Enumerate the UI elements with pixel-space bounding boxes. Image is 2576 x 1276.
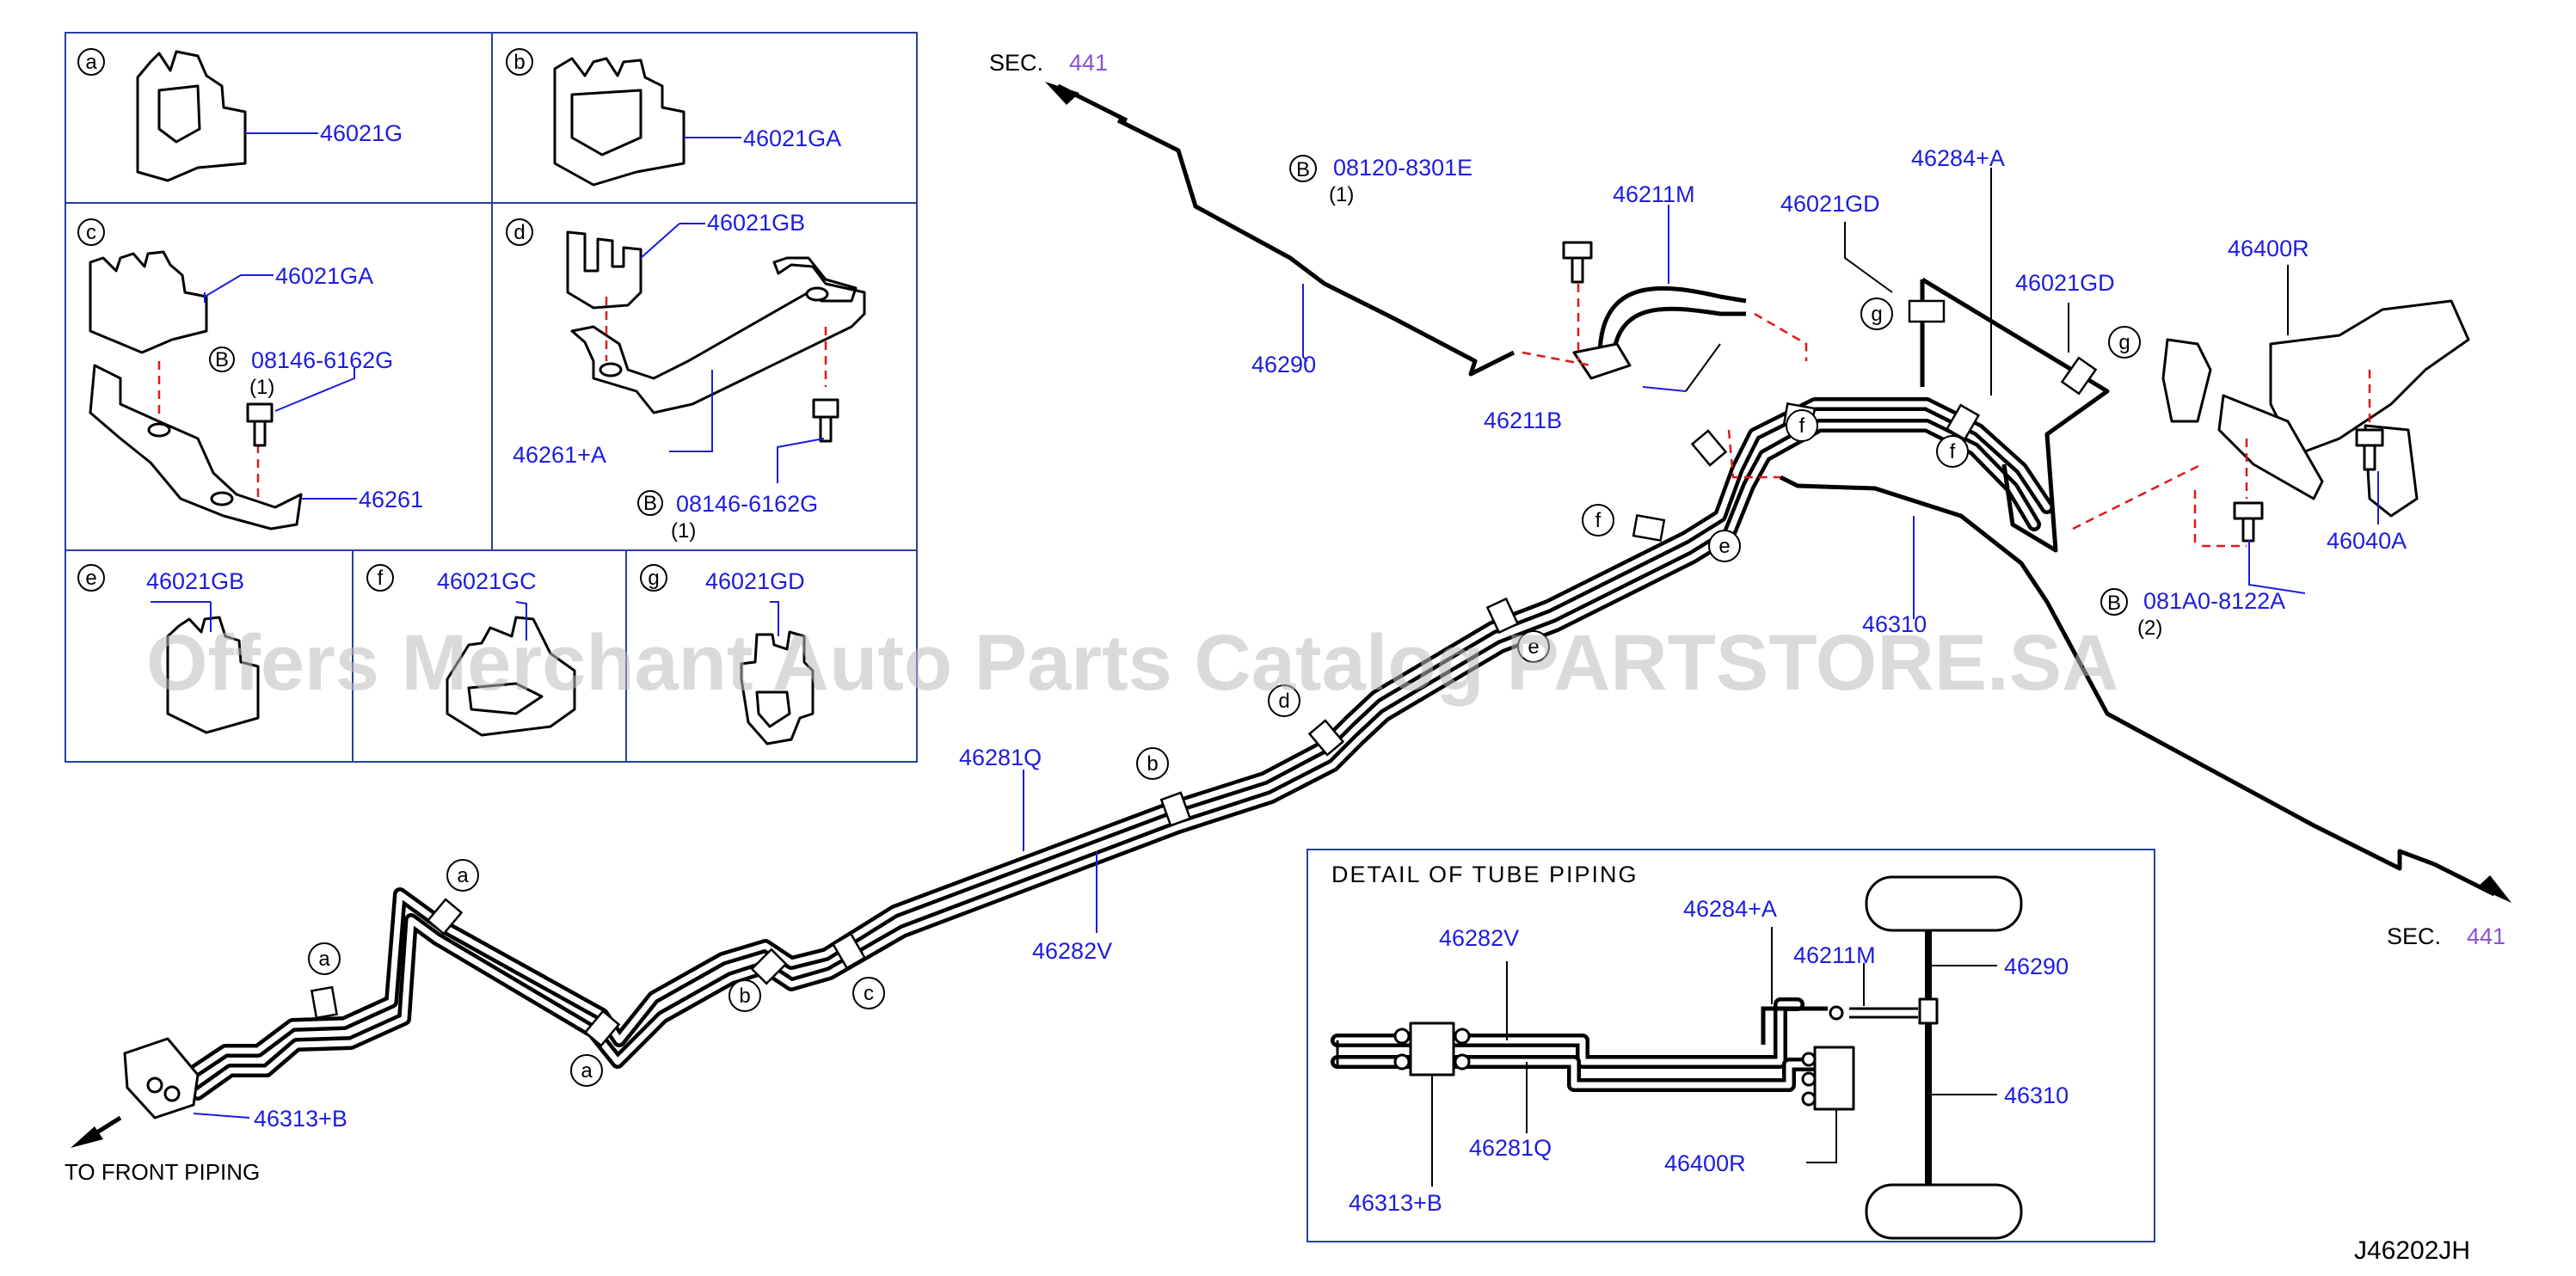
marker-e-2: e [1718, 535, 1730, 558]
part-46021GC: 46021GC [437, 568, 537, 594]
marker-b-2: b [1147, 752, 1158, 776]
part-08146-6162G-d: 08146-6162G [676, 491, 818, 517]
label-46282V: 46282V [1032, 938, 1112, 964]
label-46211M: 46211M [1613, 181, 1695, 207]
detail-46400R: 46400R [1664, 1150, 1746, 1176]
detail-title: DETAIL OF TUBE PIPING [1331, 862, 1638, 887]
part-46021GB-e: 46021GB [146, 568, 244, 594]
panel-c: c 46021GA 46261 B 08146-6162G (1) [77, 218, 423, 531]
sec-top-prefix: SEC. [989, 50, 1043, 76]
marker-b-1: b [739, 985, 750, 1008]
detail-46290: 46290 [2004, 954, 2069, 979]
panel-c-letter: c [86, 221, 96, 244]
sec-bottom-prefix: SEC. [2387, 923, 2441, 949]
panel-d-letter: d [513, 221, 525, 244]
bolt-marker-d: B [643, 492, 657, 515]
part-46021GA-b: 46021GA [743, 126, 841, 151]
front-piping-arrow-icon [71, 1126, 103, 1148]
part-08146-6162G-c: 08146-6162G [251, 347, 393, 373]
part-46261A: 46261+A [513, 442, 606, 468]
sec-bottom-arrow-icon [2477, 875, 2511, 903]
panel-f-letter: f [378, 567, 384, 590]
part-46021GA-c: 46021GA [275, 263, 373, 289]
label-081A0-8122A: 081A0-8122A [2143, 588, 2285, 614]
marker-g-1: g [1871, 303, 1882, 326]
marker-f-2: f [1799, 414, 1805, 438]
label-46040A: 46040A [2327, 528, 2407, 554]
part-46261: 46261 [359, 487, 423, 512]
label-46021GD-1: 46021GD [1780, 191, 1880, 217]
panel-g: g 46021GD [640, 564, 815, 745]
panel-a-letter: a [85, 51, 97, 74]
detail-46284A: 46284+A [1683, 896, 1777, 922]
label-46310: 46310 [1862, 611, 1927, 637]
marker-a-2: a [457, 864, 469, 887]
diagram-code: J46202JH [2354, 1236, 2470, 1265]
qty-c: (1) [249, 376, 274, 399]
marker-d-1: d [1278, 690, 1289, 713]
panel-e-letter: e [85, 567, 96, 590]
label-46400R: 46400R [2228, 236, 2309, 261]
marker-g-2: g [2118, 331, 2130, 354]
detail-46313B: 46313+B [1349, 1190, 1442, 1216]
label-46313B: 46313+B [254, 1106, 347, 1132]
watermark: Offers Merchant Auto Parts Catalog PARTS… [146, 619, 2119, 707]
marker-c-1: c [864, 982, 874, 1005]
detail-46310: 46310 [2004, 1083, 2069, 1108]
panel-f: f 46021GC [366, 564, 576, 737]
part-46021G: 46021G [320, 120, 403, 146]
to-front-piping: TO FRONT PIPING [65, 1159, 260, 1185]
marker-a-3: a [581, 1059, 593, 1083]
qty-top: (1) [1329, 183, 1354, 206]
sec-top-arrow-icon [1045, 82, 1079, 105]
label-46284A: 46284+A [1911, 145, 2005, 171]
detail-46282V: 46282V [1439, 925, 1519, 951]
marker-a-1: a [318, 948, 330, 971]
label-46211B: 46211B [1484, 408, 1562, 433]
detail-46211M: 46211M [1793, 942, 1876, 968]
main-labels: SEC. 441 B 08120-8301E (1) 46290 46211M … [65, 50, 2511, 1185]
marker-f-1: f [1595, 509, 1602, 532]
marker-f-3: f [1950, 440, 1956, 463]
inset-grid [65, 32, 918, 763]
marker-e-1: e [1528, 635, 1539, 659]
detail-46281Q: 46281Q [1469, 1135, 1552, 1161]
sec-bottom-number: 441 [2467, 923, 2505, 949]
qty-valve: (2) [2137, 617, 2162, 640]
part-46021GD-g: 46021GD [705, 568, 805, 594]
bolt-marker-c: B [215, 348, 229, 371]
sec-top-number: 441 [1069, 50, 1108, 76]
panel-b: b 46021GA [506, 48, 841, 187]
assembly-dashes [1522, 284, 2371, 548]
panel-g-letter: g [648, 567, 659, 590]
qty-d: (1) [671, 519, 696, 543]
label-46281Q: 46281Q [959, 745, 1042, 770]
label-46021GD-2: 46021GD [2015, 270, 2115, 296]
bolt-marker-valve: B [2107, 592, 2121, 615]
label-08120-8301E: 08120-8301E [1333, 155, 1472, 181]
panel-b-letter: b [513, 51, 525, 74]
panel-a: a 46021G [77, 48, 403, 182]
detail-of-tube-piping: DETAIL OF TUBE PIPING 46282V 46284+A 462… [1306, 849, 2155, 1242]
bolt-marker-top: B [1296, 158, 1310, 181]
part-46021GB-d: 46021GB [707, 210, 805, 236]
label-46290: 46290 [1251, 352, 1316, 377]
panel-e: e 46021GB [77, 564, 260, 734]
panel-d: d 46021GB 46261+A B 08146-6162G (1) [506, 210, 866, 543]
